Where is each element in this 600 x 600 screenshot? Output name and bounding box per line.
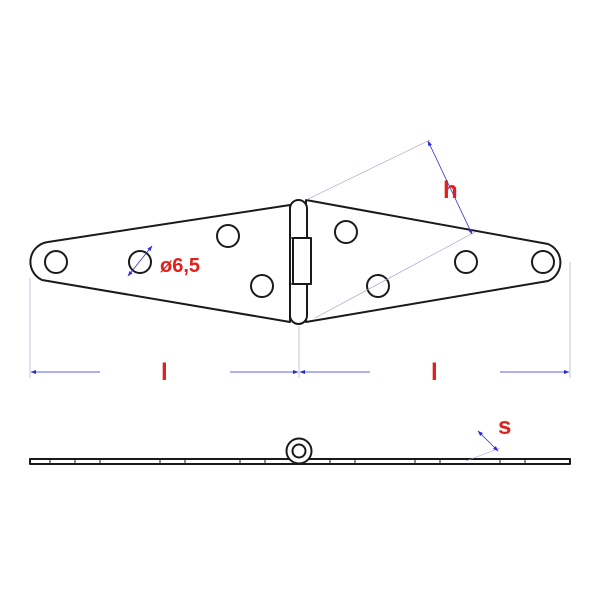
hinge-top-view xyxy=(29,199,562,325)
hole-diameter-dimension-line xyxy=(127,245,153,277)
hole-left-3 xyxy=(216,224,240,248)
hole-diameter-label: ø6,5 xyxy=(160,255,200,277)
hinge-knuckle xyxy=(289,199,312,325)
length-left-label: l xyxy=(161,359,168,386)
hinge-side-view xyxy=(29,430,571,465)
length-right-label: l xyxy=(431,359,438,386)
side-view-hole-marks xyxy=(49,459,526,464)
thickness-label: s xyxy=(498,413,511,440)
hole-right-2 xyxy=(366,274,390,298)
hole-left-2 xyxy=(128,250,152,274)
side-view-knuckle-inner xyxy=(291,443,307,459)
hole-right-4 xyxy=(531,250,555,274)
hole-right-3 xyxy=(454,250,478,274)
hole-right-1 xyxy=(334,220,358,244)
height-label: h xyxy=(443,177,458,204)
right-leaf xyxy=(305,199,562,323)
thickness-dimension-line xyxy=(477,430,499,452)
height-dimension xyxy=(305,139,476,319)
length-dimensions xyxy=(29,262,571,378)
hole-left-1 xyxy=(44,250,68,274)
hole-left-4 xyxy=(250,274,274,298)
